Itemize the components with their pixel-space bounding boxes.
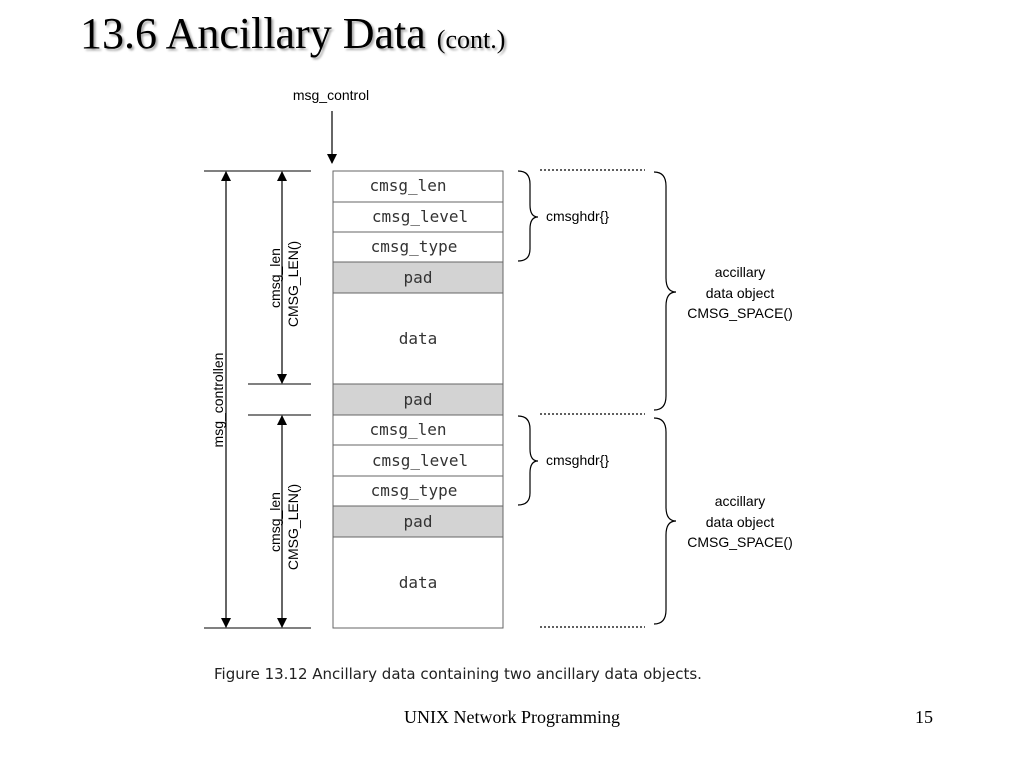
cmsghdr-label-1: cmsghdr{} [546,208,609,224]
block-cmsg-level-1 [332,201,504,233]
dotted-boundaries [540,169,645,628]
cmsg-len-label-1: cmsg_len [267,248,283,308]
data-object-label-2-line2: data object [706,514,775,530]
block-data-2 [332,536,504,629]
block-text-pad-2: pad [404,390,433,409]
block-text-pad-1: pad [404,268,433,287]
block-text-pad-3: pad [404,512,433,531]
block-text-data-1: data [399,329,438,348]
block-cmsg-len-2 [332,414,504,446]
block-cmsg-level-2 [332,444,504,477]
data-object-label-2-line1: accillary [715,493,766,509]
block-pad-2 [332,383,504,416]
cmsg-len-label-2: cmsg_len [267,492,283,552]
block-text-cmsg-type-1: cmsg_type [371,237,458,256]
data-object-label-1-line3: CMSG_SPACE() [687,305,793,321]
figure-caption: Figure 13.12 Ancillary data containing t… [214,665,702,683]
footer-text: UNIX Network Programming [404,707,620,727]
block-text-cmsg-len-1: cmsg_len [369,176,446,195]
block-cmsg-type-1 [332,231,504,263]
slide-title-text: 13.6 Ancillary Data [80,9,426,58]
block-text-cmsg-len-2: cmsg_len [369,420,446,439]
block-text-cmsg-level-1: cmsg_level [372,207,468,226]
cmsghdr-brace-1 [517,170,539,262]
block-text-cmsg-level-2: cmsg_level [372,451,468,470]
cmsghdr-label-2: cmsghdr{} [546,452,609,468]
memory-layout: cmsg_len cmsg_level cmsg_type pad data p… [332,170,504,629]
data-object-brace-1 [653,171,677,411]
block-pad-3 [332,505,504,538]
cmsg-len-macro-label-1: CMSG_LEN() [285,241,301,327]
data-object-label-1-line1: accillary [715,264,766,280]
data-object-label-1-line2: data object [706,285,775,301]
slide-title-suffix: (cont.) [436,25,506,54]
cmsghdr-brace-2 [517,415,539,506]
data-object-label-2-line3: CMSG_SPACE() [687,534,793,550]
msg-control-label: msg_control [293,87,369,103]
block-data-1 [332,292,504,385]
slide-title: 13.6 Ancillary Data (cont.) [80,8,505,59]
cmsg-len-macro-label-2: CMSG_LEN() [285,484,301,570]
block-text-cmsg-type-2: cmsg_type [371,481,458,500]
block-pad-1 [332,261,504,294]
msg-controllen-label: msg_controllen [210,353,226,448]
data-object-brace-2 [653,417,677,625]
page-number: 15 [915,707,933,727]
block-text-data-2: data [399,573,438,592]
